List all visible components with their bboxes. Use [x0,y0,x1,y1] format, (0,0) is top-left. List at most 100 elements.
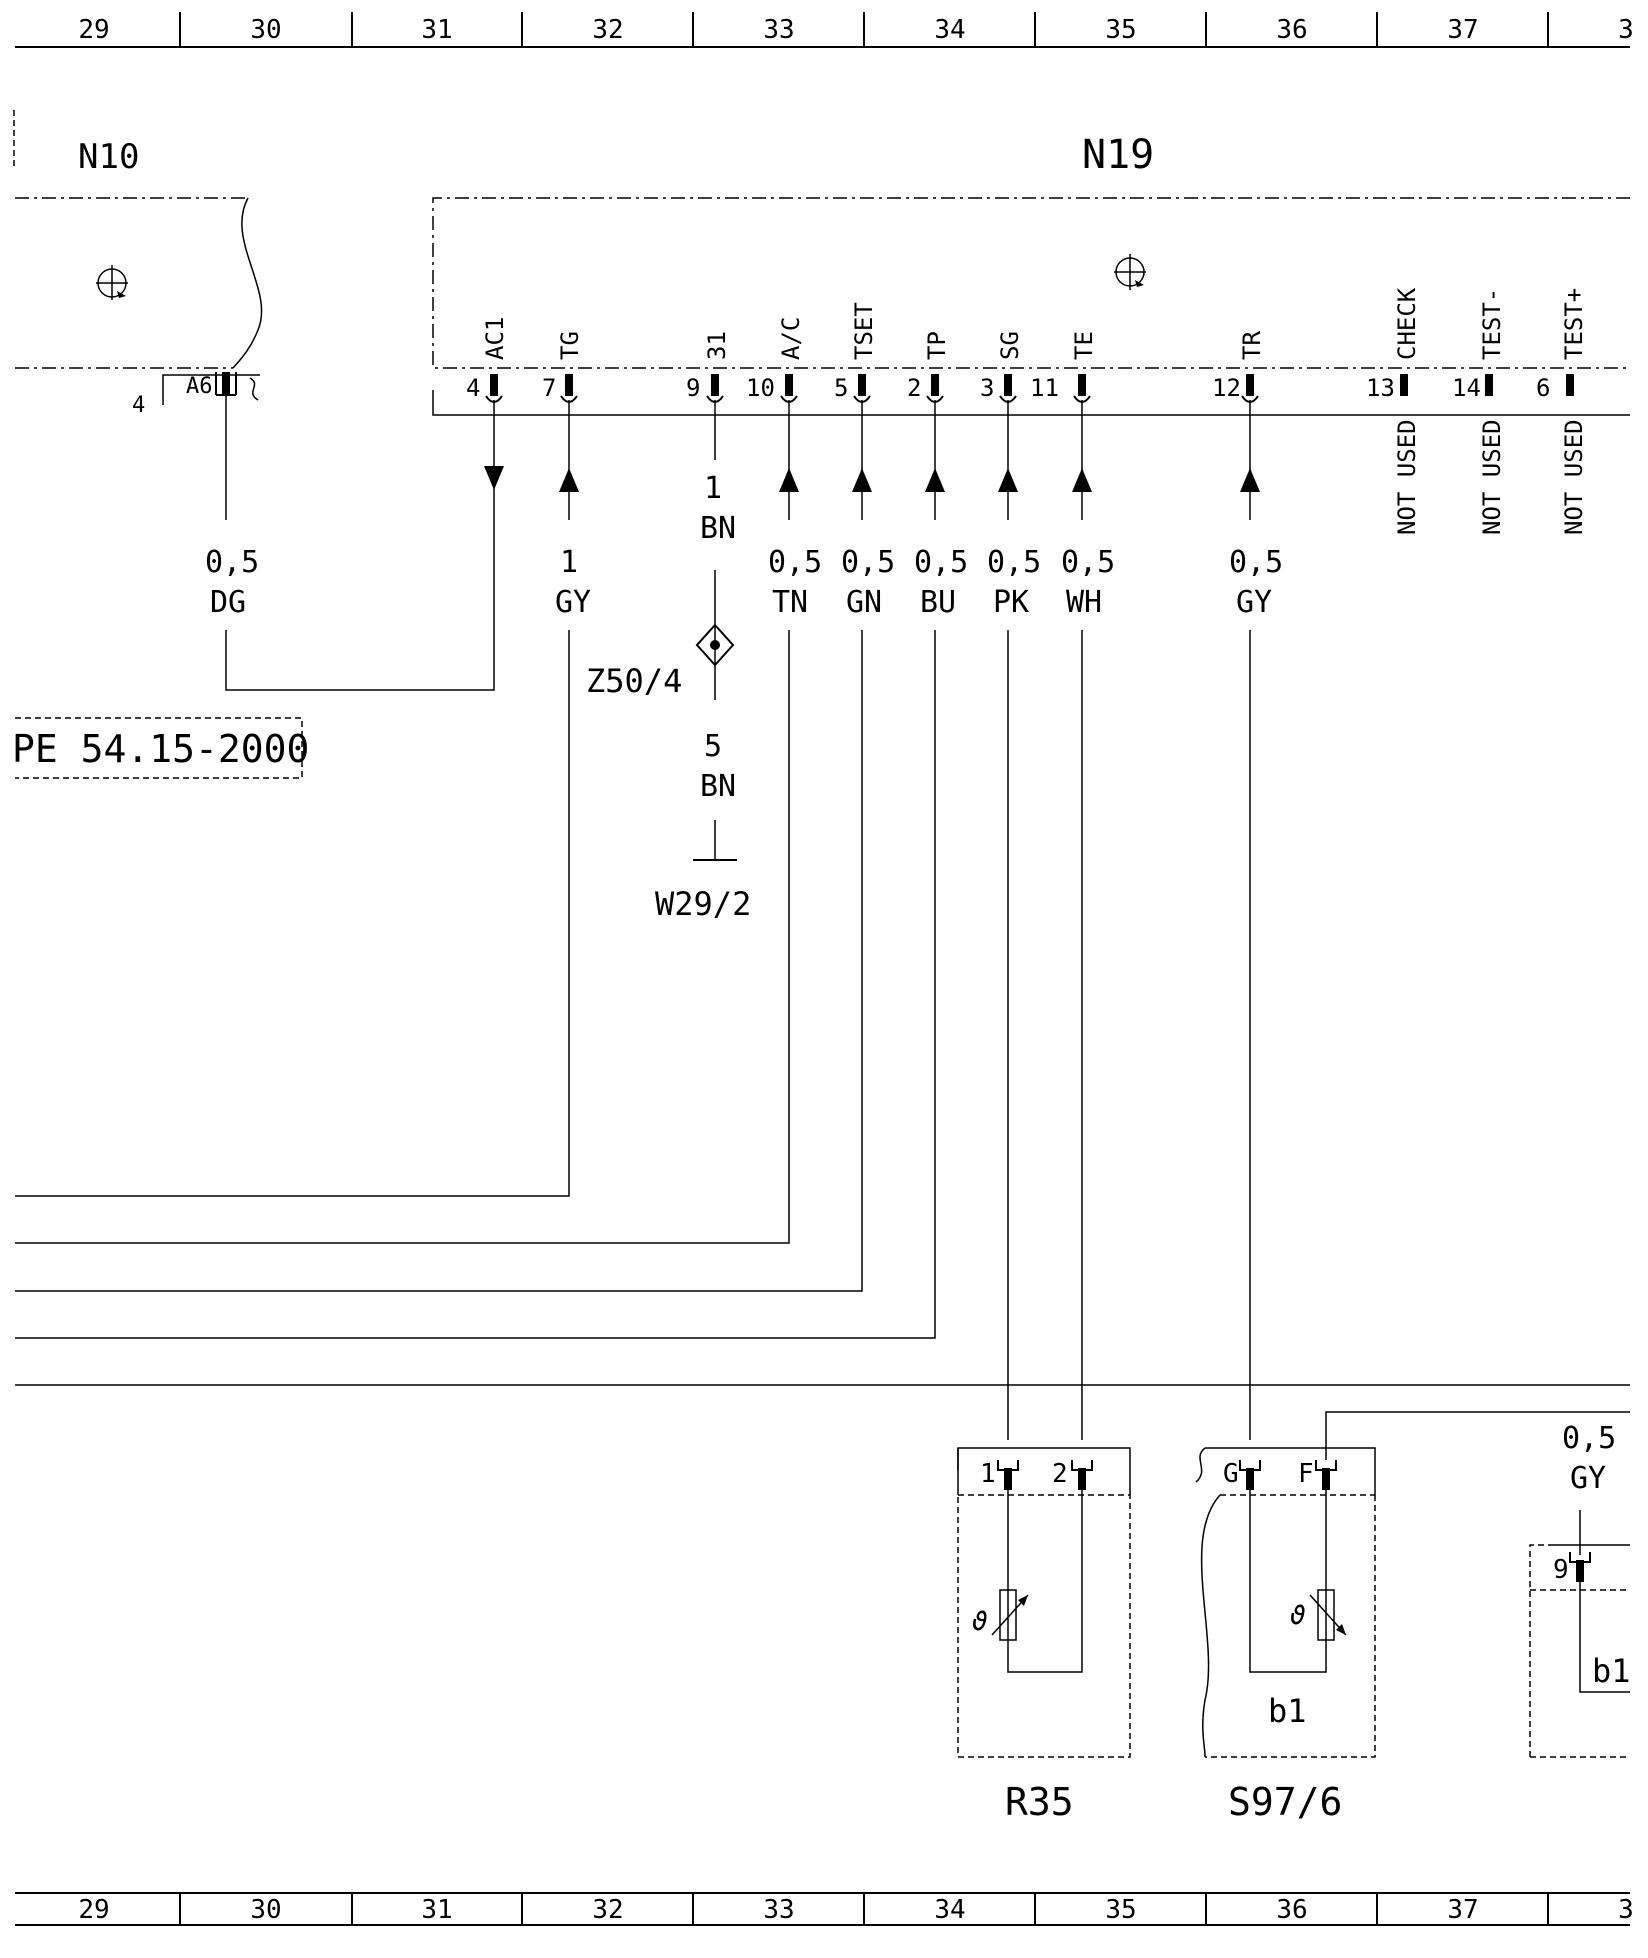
temperature-symbol: ϑ [972,1607,988,1637]
not-used-label: NOT USED [1560,419,1588,535]
ground-symbol-icon [1114,254,1146,290]
wire-size: 1 [704,471,722,506]
pin-number: 1 [980,1459,996,1489]
wire-pk: 0,5 PK [987,400,1041,1440]
n19-pin-tset: TSET 5 [834,302,878,403]
wire-size: 0,5 [768,545,822,580]
grid-col-label: 36 [1276,1895,1307,1925]
pin-label: SG [996,331,1024,360]
pin-label: AC1 [481,317,509,360]
wire-color: GY [1236,585,1272,620]
n19-pin-ac1: AC1 4 [466,317,509,403]
pin-label: TSET [850,302,878,360]
component-s97: G F ϑ b1 S97/6 [1195,1411,1630,1824]
component-n10: N10 4 A6 [13,110,263,418]
n19-pin-ac: A/C 10 [746,317,805,403]
pin-label: TEST- [1478,288,1506,360]
pin-number: 10 [746,374,775,402]
grid-col-label: 3 [1618,1895,1634,1925]
grid-col-label: 31 [421,15,452,45]
pin-number: 5 [834,374,848,402]
pin-label: A6 [186,374,213,399]
n19-pin-test-plus: TEST+ 6 NOT USED [1536,288,1588,535]
grid-col-label: 36 [1276,15,1307,45]
pin-number: 3 [980,374,994,402]
wire-gn: 0,5 GN [15,400,895,1292]
grid-bottom: 29 30 31 32 33 34 35 36 37 3 [15,1892,1634,1926]
pin-label: TR [1238,331,1266,360]
pin-label: CHECK [1393,287,1421,360]
n19-pin-test-minus: TEST- 14 NOT USED [1452,288,1506,535]
component-label-z50: Z50/4 [586,662,682,700]
component-label-n19: N19 [1082,132,1154,178]
thermistor-icon: ϑ [1290,1589,1347,1641]
ground-label-w29: W29/2 [655,885,751,923]
wire-size: 0,5 [987,545,1041,580]
grid-col-label: 32 [592,1895,623,1925]
pin-number: 9 [686,374,700,402]
wire-tn: 0,5 TN [15,400,822,1244]
reference-label: PE 54.15-2000 [12,727,309,771]
wire-size: 0,5 [205,545,259,580]
pin-number: 9 [1553,1555,1569,1585]
pin-label: TE [1070,331,1098,360]
wire-color: BN [700,511,736,546]
pin-number: 2 [907,374,921,402]
wire-color: GY [555,585,591,620]
pin-number: 4 [466,374,480,402]
wire-color: BU [920,585,956,620]
pin-number: 6 [1536,374,1550,402]
pin-number: 11 [1030,374,1059,402]
reference-box: PE 54.15-2000 [12,717,309,779]
grid-col-label: 30 [250,1895,281,1925]
component-right-edge: 0,5 GY 9 b1 [1529,1421,1631,1758]
sub-label-b1: b1 [1268,1692,1307,1730]
grid-col-label: 3 [1618,15,1634,45]
grid-col-label: 35 [1105,1895,1136,1925]
grid-col-label: 29 [78,15,109,45]
wire-size: 1 [560,545,578,580]
wire-color: TN [772,585,808,620]
wire-size: 5 [704,729,722,764]
grid-col-label: 33 [763,15,794,45]
pin-label: 31 [703,331,731,360]
pin-label: TP [923,331,951,360]
thermistor-icon: ϑ [972,1589,1029,1641]
n19-pin-te: TE 11 [1030,331,1098,403]
component-r35: 1 2 ϑ R35 [957,1447,1131,1824]
grid-col-label: 37 [1447,15,1478,45]
n19-pin-tr: TR 12 [1212,331,1266,403]
temperature-symbol: ϑ [1290,1601,1306,1631]
grid-col-label: 30 [250,15,281,45]
grid-col-label: 34 [934,1895,965,1925]
n19-pin-tp: TP 2 [907,331,951,403]
wire-size: 0,5 [841,545,895,580]
wire-gy-tr: 0,5 GY [1229,400,1283,1440]
ground-symbol-icon [96,265,128,300]
wire-size: 0,5 [1061,545,1115,580]
wire-bn: 1 BN Z50/4 5 BN W29/2 [586,400,751,923]
wire-gy-tg: 1 GY [15,400,591,1197]
pin-label: G [1223,1459,1239,1489]
wire-color: DG [210,585,246,620]
pin-number: 12 [1212,374,1241,402]
grid-col-label: 29 [78,1895,109,1925]
component-label-r35: R35 [1005,1780,1074,1824]
not-used-label: NOT USED [1478,419,1506,535]
pin-number: 4 [132,393,145,418]
wire-color: GY [1570,1461,1606,1496]
wire-dg: 0,5 DG [205,395,504,691]
pin-number: 14 [1452,374,1481,402]
pin-number: 7 [542,374,556,402]
grid-col-label: 34 [934,15,965,45]
pin-number: 2 [1052,1459,1068,1489]
pin-label: TG [556,331,584,360]
grid-col-label: 35 [1105,15,1136,45]
component-label-s97: S97/6 [1228,1780,1342,1824]
component-label-n10: N10 [78,137,139,177]
grid-col-label: 31 [421,1895,452,1925]
not-used-label: NOT USED [1393,419,1421,535]
wire-color: WH [1066,585,1102,620]
grid-col-label: 33 [763,1895,794,1925]
